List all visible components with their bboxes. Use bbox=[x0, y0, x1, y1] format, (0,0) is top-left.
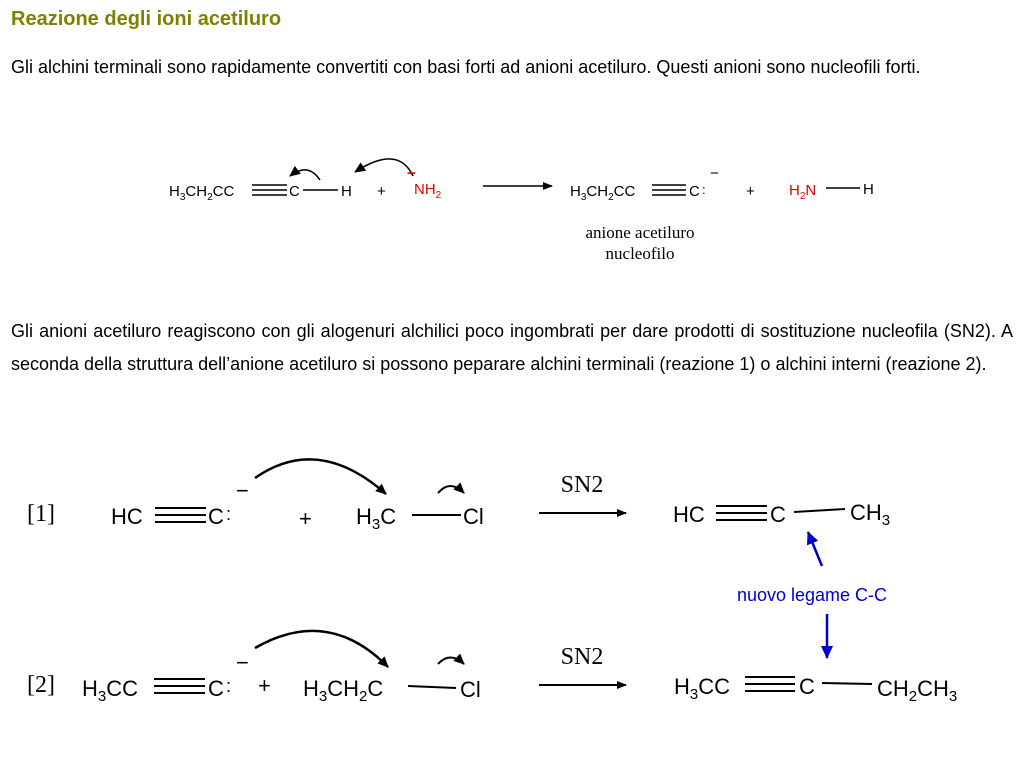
amide-base: NH2 bbox=[414, 181, 442, 201]
product-left: HC bbox=[673, 502, 705, 527]
curved-arrow-attack bbox=[254, 629, 389, 668]
terminal-carbon: C bbox=[289, 183, 300, 200]
ethyl-carbon: H3CH2C bbox=[303, 676, 383, 705]
chloride-leaving: Cl bbox=[463, 504, 484, 529]
product-left: H3CC bbox=[674, 674, 730, 703]
product-triple-bond bbox=[716, 505, 767, 521]
deprotonation-reaction: H3CH2CC C H + − NH2 H3CH2CC C : − + H2N … bbox=[169, 158, 874, 263]
acetylide-caption-line1: anione acetiluro bbox=[585, 223, 694, 242]
curved-arrow-bond-to-carbon bbox=[289, 165, 321, 181]
product-triple-bond bbox=[745, 676, 795, 692]
product-ethyl: CH2CH3 bbox=[877, 676, 957, 705]
plus-sign-2: + bbox=[746, 183, 755, 200]
acetylide-charge: − bbox=[236, 650, 249, 675]
ammonia-product: H2N bbox=[789, 182, 816, 202]
product-triple-bond bbox=[652, 184, 686, 196]
page-title: Reazione degli ioni acetiluro bbox=[11, 8, 282, 30]
new-bond-annotation: nuovo legame C-C bbox=[737, 531, 887, 659]
butyne-reactant: H3CH2CC bbox=[169, 183, 234, 203]
product-carbon: C bbox=[770, 502, 786, 527]
product-methyl: CH3 bbox=[850, 500, 890, 529]
methyl-carbon: H3C bbox=[356, 504, 396, 533]
triple-bond bbox=[155, 507, 206, 523]
acidic-hydrogen: H bbox=[341, 183, 352, 200]
c-cl-bond bbox=[407, 685, 457, 689]
curved-arrow-leaving bbox=[437, 653, 465, 665]
triple-bond bbox=[154, 678, 205, 694]
plus-sign: + bbox=[377, 183, 386, 200]
curved-arrow-base-to-hydrogen bbox=[354, 158, 414, 177]
reaction-1-label: [1] bbox=[27, 501, 55, 527]
plus-sign: + bbox=[258, 673, 271, 698]
acetylide-caption-line2: nucleofilo bbox=[606, 244, 675, 263]
acetylide-product: H3CH2CC bbox=[570, 183, 635, 203]
new-c-c-bond bbox=[821, 682, 873, 685]
new-c-c-bond bbox=[793, 508, 846, 513]
sn2-label: SN2 bbox=[561, 472, 604, 498]
acetylide-charge: − bbox=[236, 478, 249, 503]
sn2-paragraph: Gli anioni acetiluro reagiscono con gli … bbox=[11, 321, 1013, 374]
reaction-2: [2] H3CC C : − + H3CH2C Cl SN2 H3CC C CH… bbox=[27, 629, 957, 705]
sn2-label: SN2 bbox=[561, 644, 604, 670]
annotation-label: nuovo legame C-C bbox=[737, 585, 887, 605]
intro-paragraph: Gli alchini terminali sono rapidamente c… bbox=[11, 57, 921, 77]
base-negative-charge: − bbox=[407, 165, 416, 182]
ammonia-hydrogen: H bbox=[863, 181, 874, 198]
reaction-2-label: [2] bbox=[27, 672, 55, 698]
anionic-carbon: C bbox=[689, 183, 700, 200]
plus-sign: + bbox=[299, 506, 312, 531]
nucleophilic-carbon: C bbox=[208, 676, 224, 701]
acetylide-charge: − bbox=[710, 165, 719, 182]
curved-arrow-leaving bbox=[437, 482, 465, 494]
chloride-leaving: Cl bbox=[460, 677, 481, 702]
triple-bond bbox=[252, 184, 287, 196]
acetylide-left: HC bbox=[111, 504, 143, 529]
lone-pair: : bbox=[702, 182, 706, 197]
curved-arrow-attack bbox=[254, 458, 387, 495]
reaction-1: [1] HC C : − + H3C Cl SN2 HC C CH3 bbox=[27, 458, 890, 533]
lone-pair: : bbox=[226, 676, 231, 696]
product-carbon: C bbox=[799, 674, 815, 699]
lone-pair: : bbox=[226, 504, 231, 524]
annotation-arrow-up bbox=[806, 531, 824, 567]
acetylide-left: H3CC bbox=[82, 676, 138, 705]
nucleophilic-carbon: C bbox=[208, 504, 224, 529]
